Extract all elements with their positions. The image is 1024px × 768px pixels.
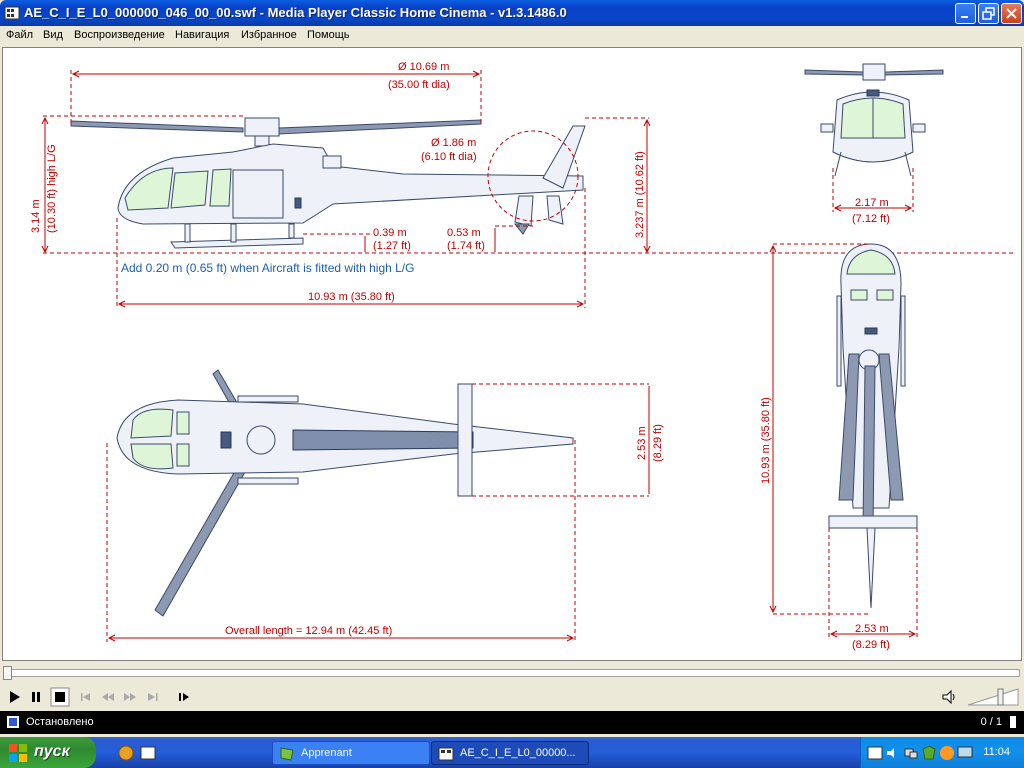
rotor-diameter-ft-label: (35.00 ft dia): [388, 79, 450, 91]
overall-height-label: 3.237 m (10.62 ft): [634, 151, 646, 238]
skid-clearance-ft-label: (1.27 ft): [373, 240, 411, 252]
top-view: 2.53 m (8.29 ft) Overall length = 12.94 …: [106, 369, 664, 642]
taskbar: пуск Apprenant AE_C_I_E_L0_00000... 11:0…: [0, 737, 1024, 768]
menu-file[interactable]: Файл: [6, 29, 34, 41]
clock: 11:04: [983, 746, 1010, 758]
fuselage-length-label: 10.93 m (35.80 ft): [308, 291, 395, 303]
mpc-app-icon: [4, 6, 20, 20]
top-width-label: 2.53 m: [855, 623, 889, 635]
high-lg-height-label: 3.14 m: [30, 199, 42, 233]
menu-bar: Файл Вид Воспроизведение Навигация Избра…: [0, 26, 1024, 45]
front-view: 2.17 m (7.12 ft): [804, 63, 944, 225]
task-media-player[interactable]: AE_C_I_E_L0_00000...: [431, 741, 589, 765]
menu-help[interactable]: Помощь: [307, 29, 350, 41]
apprenant-app-icon: [280, 747, 294, 761]
volume-slider[interactable]: [966, 685, 1020, 709]
top-length-label: 10.93 m (35.80 ft): [760, 397, 772, 484]
helicopter-dimensions-diagram: Ø 10.69 m (35.00 ft dia) Ø 1.86 m (6.10 …: [30, 61, 1013, 651]
frame-step-icon[interactable]: [174, 687, 194, 707]
minimize-icon: [961, 16, 968, 18]
start-label: пуск: [34, 743, 70, 760]
quicklaunch-browser-icon[interactable]: [118, 745, 134, 761]
side-view: Ø 10.69 m (35.00 ft dia) Ø 1.86 m (6.10 …: [30, 61, 1013, 308]
plan-view-vertical: 10.93 m (35.80 ft) 2.53 m (8.29 ft): [760, 243, 918, 651]
tray-update-icon[interactable]: [939, 745, 955, 761]
menu-navigation[interactable]: Навигация: [175, 29, 230, 41]
restore-button[interactable]: [978, 3, 999, 24]
title-bar[interactable]: AE_C_I_E_L0_000000_046_00_00.swf - Media…: [0, 0, 1024, 26]
media-player-task-icon: [438, 747, 454, 761]
task-media-player-label: AE_C_I_E_L0_00000...: [460, 747, 576, 759]
windows-logo-icon: [9, 744, 27, 762]
task-apprenant-label: Apprenant: [301, 747, 352, 759]
tray-player-icon[interactable]: [867, 745, 883, 761]
rotor-diameter-label: Ø 10.69 m: [398, 61, 449, 73]
high-lg-height-ft-label: (10.30 ft) high L/G: [46, 144, 58, 233]
high-lg-note: Add 0.20 m (0.65 ft) when Aircraft is fi…: [121, 261, 414, 275]
tail-clearance-ft-label: (1.74 ft): [447, 240, 485, 252]
play-icon[interactable]: [4, 687, 24, 707]
window-title: AE_C_I_E_L0_000000_046_00_00.swf - Media…: [24, 5, 567, 20]
menu-favorites[interactable]: Избранное: [241, 29, 297, 41]
task-apprenant[interactable]: Apprenant: [272, 741, 430, 765]
stabilizer-span-label: 2.53 m: [636, 426, 648, 460]
stop-icon[interactable]: [50, 687, 70, 707]
close-button[interactable]: [1001, 3, 1022, 24]
playback-controls: [0, 683, 1024, 710]
close-icon: [1006, 8, 1017, 19]
front-width-ft-label: (7.12 ft): [852, 213, 890, 225]
tail-rotor-diameter-label: Ø 1.86 m: [431, 137, 476, 149]
seek-track[interactable]: [4, 669, 1020, 677]
quicklaunch-player-icon[interactable]: [140, 745, 156, 761]
overall-length-label: Overall length = 12.94 m (42.45 ft): [225, 625, 392, 637]
top-width-ft-label: (8.29 ft): [852, 639, 890, 651]
volume-icon[interactable]: [940, 687, 960, 707]
tray-display-icon[interactable]: [957, 745, 973, 761]
seek-thumb[interactable]: [3, 666, 12, 680]
playback-status: Остановлено: [26, 716, 94, 728]
skid-clearance-label: 0.39 m: [373, 227, 407, 239]
system-tray: 11:04: [860, 737, 1024, 768]
status-icon: [7, 716, 19, 728]
pause-icon[interactable]: [26, 687, 46, 707]
resize-grip-icon[interactable]: [1008, 715, 1018, 729]
start-button[interactable]: пуск: [0, 737, 96, 768]
tray-security-icon[interactable]: [921, 745, 937, 761]
tray-network-icon[interactable]: [903, 745, 919, 761]
front-width-label: 2.17 m: [855, 197, 889, 209]
stabilizer-span-ft-label: (8.29 ft): [652, 424, 664, 462]
tail-clearance-label: 0.53 m: [447, 227, 481, 239]
tail-rotor-diameter-ft-label: (6.10 ft dia): [421, 151, 477, 163]
minimize-button[interactable]: [955, 3, 976, 24]
fast-forward-icon[interactable]: [120, 687, 140, 707]
status-bar: Остановлено 0 / 1: [0, 711, 1024, 734]
playlist-counter: 0 / 1: [980, 716, 1002, 728]
menu-playback[interactable]: Воспроизведение: [74, 29, 165, 41]
menu-view[interactable]: Вид: [43, 29, 63, 41]
tray-volume-icon[interactable]: [885, 745, 901, 761]
rewind-icon[interactable]: [98, 687, 118, 707]
previous-icon[interactable]: [76, 687, 96, 707]
next-icon[interactable]: [142, 687, 162, 707]
seek-bar[interactable]: [0, 663, 1024, 683]
video-area[interactable]: Ø 10.69 m (35.00 ft dia) Ø 1.86 m (6.10 …: [2, 47, 1022, 661]
restore-icon: [982, 7, 995, 20]
